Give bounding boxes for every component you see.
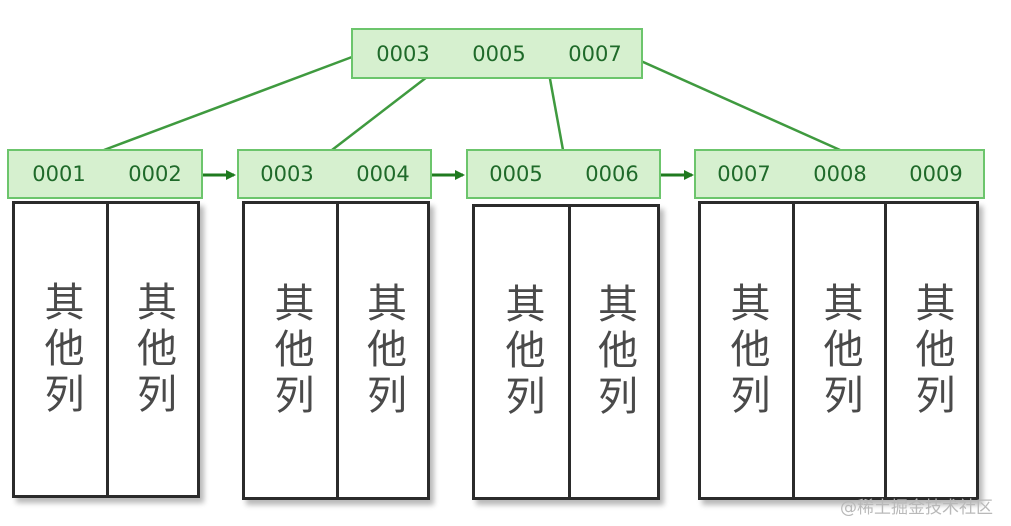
leaf-key: 0009 [909,162,963,186]
leaf-key: 0004 [356,162,410,186]
other-columns-label: 其他列 [498,283,545,421]
edge-root-to-leaf-1 [103,55,353,152]
leaf-page-1: 其他列 其他列 [12,201,200,498]
leaf-page-4: 其他列 其他列 其他列 [698,201,979,500]
leaf-key: 0005 [489,162,543,186]
leaf-key: 0002 [128,162,182,186]
leaf-node-4: 0007 0008 0009 [694,149,985,199]
other-columns-label: 其他列 [816,281,863,420]
leaf-node-2: 0003 0004 [237,149,432,199]
other-columns-label: 其他列 [908,281,955,420]
root-key: 0003 [376,41,430,66]
leaf-node-3: 0005 0006 [466,149,661,199]
other-columns-cell: 其他列 [109,204,197,495]
other-columns-label: 其他列 [37,280,84,419]
other-columns-cell: 其他列 [475,207,571,497]
other-columns-cell: 其他列 [15,204,109,495]
watermark-text: @稀土掘金技术社区 [840,498,993,518]
root-key: 0005 [472,41,526,66]
other-columns-cell: 其他列 [571,207,657,497]
other-columns-label: 其他列 [267,281,314,420]
other-columns-label: 其他列 [360,281,406,420]
leaf-key: 0001 [32,162,86,186]
leaf-node-1: 0001 0002 [7,149,203,199]
root-key: 0007 [568,41,622,66]
edge-root-to-leaf-4 [631,55,841,152]
other-columns-cell: 其他列 [701,204,795,497]
other-columns-label: 其他列 [591,283,637,421]
other-columns-cell: 其他列 [887,204,976,497]
other-columns-label: 其他列 [130,280,176,419]
leaf-page-2: 其他列 其他列 [242,201,430,500]
leaf-key: 0003 [260,162,314,186]
leaf-key: 0008 [813,162,867,186]
leaf-page-3: 其他列 其他列 [472,204,660,500]
other-columns-cell: 其他列 [339,204,427,497]
other-columns-cell: 其他列 [245,204,339,497]
leaf-key: 0006 [585,162,639,186]
other-columns-cell: 其他列 [795,204,887,497]
other-columns-label: 其他列 [723,281,770,420]
leaf-key: 0007 [717,162,771,186]
root-node: 0003 0005 0007 [351,28,643,79]
